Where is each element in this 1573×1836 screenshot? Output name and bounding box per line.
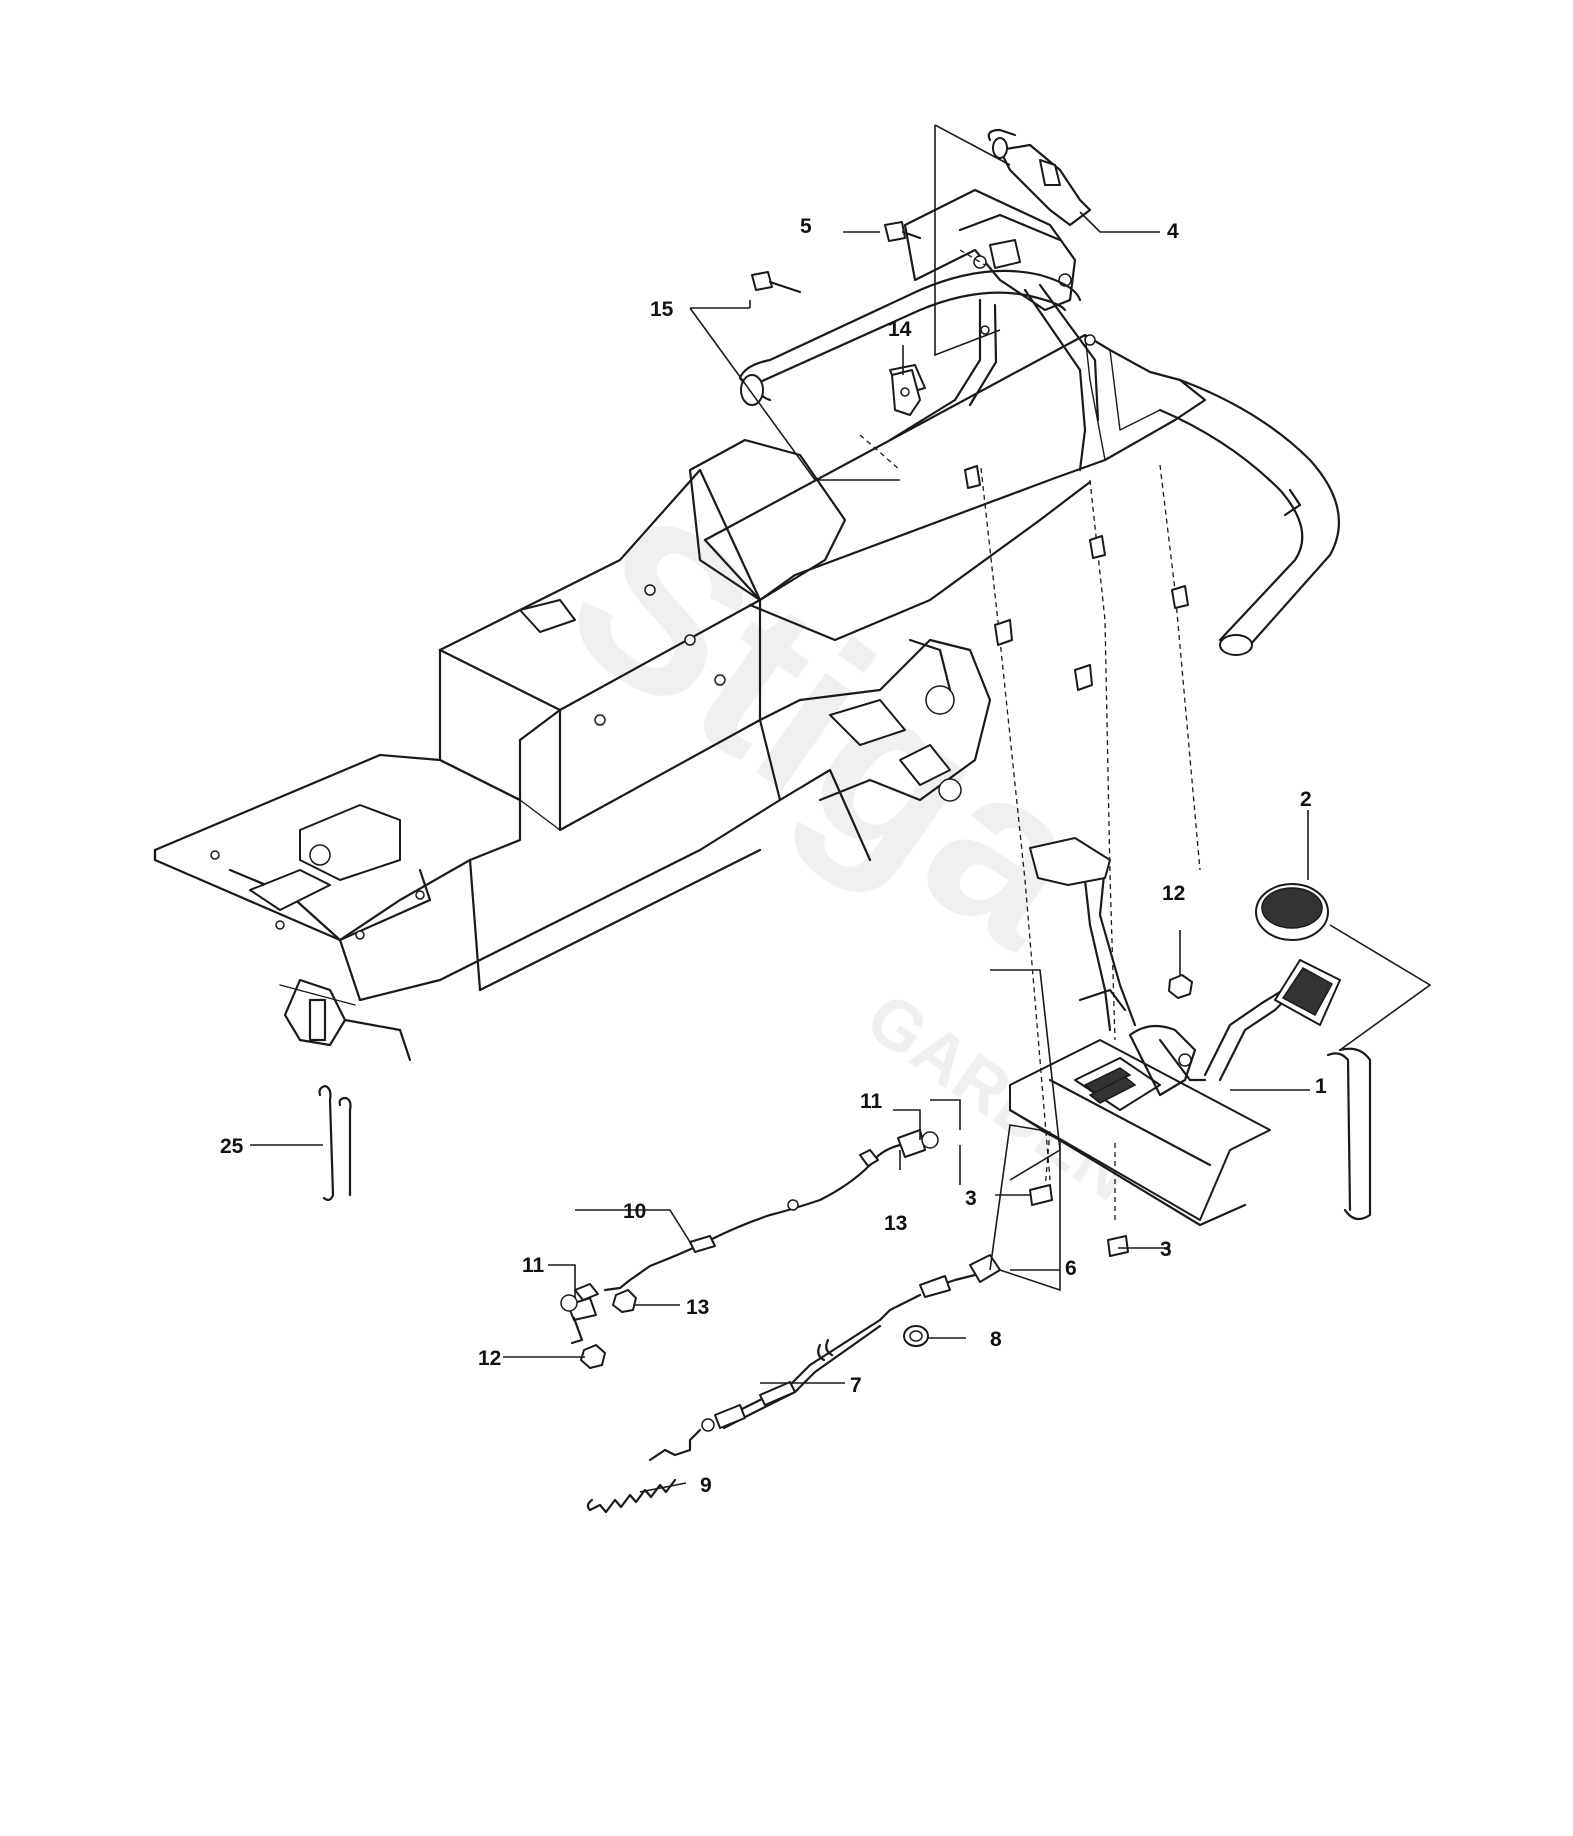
callout-9: 9: [700, 1474, 712, 1497]
nut-12-upper: [1168, 974, 1193, 999]
watermark-brand: Stiga: [526, 461, 1136, 995]
callout-3-left: 3: [965, 1187, 977, 1210]
bolts-3: [1029, 1184, 1129, 1257]
bolt-15: [751, 271, 802, 294]
spring-9: [586, 1478, 677, 1514]
callout-7: 7: [850, 1374, 862, 1397]
chassis-frame: [153, 188, 1207, 1062]
cable-7: [648, 1254, 1001, 1462]
callout-15: 15: [650, 298, 674, 321]
callout-11-upper: 11: [860, 1090, 883, 1113]
callouts: 1 2 3 3 4 5 6 7 8 9 10 11 11 12 12 13 13…: [220, 215, 1327, 1497]
clip-14: [891, 369, 921, 416]
callout-2: 2: [1300, 788, 1312, 811]
callout-13-upper: 13: [884, 1212, 907, 1235]
pedal-assembly: [1008, 837, 1372, 1227]
callout-8: 8: [990, 1328, 1002, 1351]
callout-11-lower: 11: [522, 1254, 545, 1277]
callout-6: 6: [1065, 1257, 1077, 1280]
cable-10: [560, 1129, 939, 1369]
callout-13-lower: 13: [686, 1296, 709, 1319]
assembly-guide-lines: [859, 249, 1201, 1220]
fasteners: [964, 465, 1189, 691]
callout-10: 10: [623, 1200, 646, 1223]
callout-4: 4: [1167, 220, 1179, 243]
callout-12-lower: 12: [478, 1347, 501, 1370]
callout-12-upper: 12: [1162, 882, 1185, 905]
callout-3-right: 3: [1160, 1238, 1172, 1261]
callout-25: 25: [220, 1135, 244, 1158]
bolt-5: [884, 221, 922, 242]
callout-5: 5: [800, 215, 812, 238]
callout-14: 14: [888, 318, 912, 341]
callout-leaders: [250, 124, 1432, 1493]
roll-bar: [738, 269, 1341, 656]
callout-1: 1: [1315, 1075, 1327, 1098]
lever-assembly: [888, 128, 1100, 472]
pin-25: [318, 1084, 352, 1202]
